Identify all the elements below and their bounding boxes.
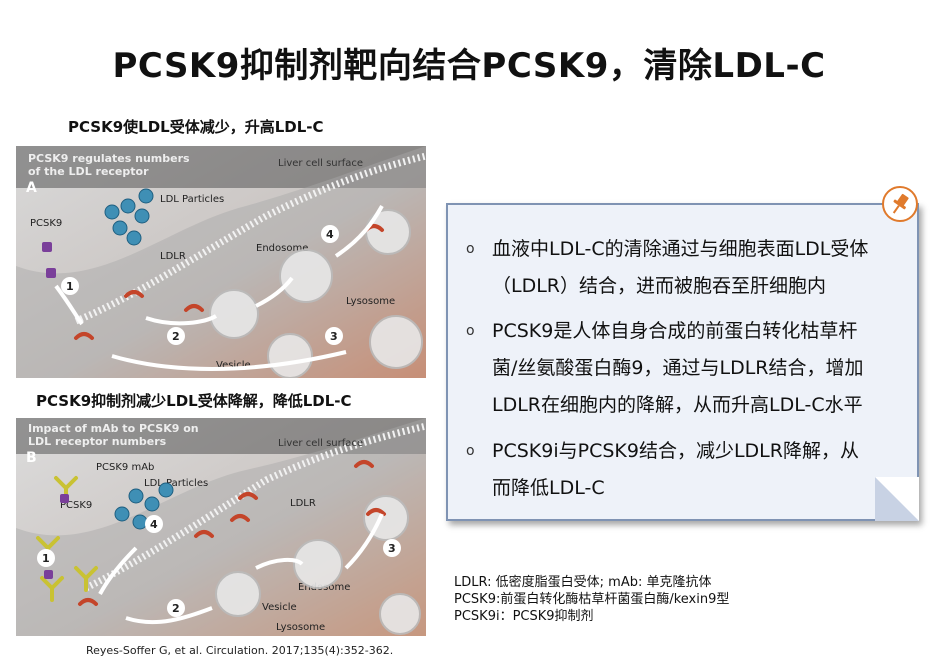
panel-b-pcsk9-label: PCSK9 — [60, 500, 92, 511]
panel-b-lysosome-label: Lysosome — [276, 622, 325, 633]
panel-b-vesicle-label: Vesicle — [262, 602, 297, 613]
panel-a-heading-1: PCSK9 regulates numbers — [28, 152, 190, 165]
pushpin-icon — [882, 186, 918, 222]
bullet-2-line-1: PCSK9是人体自身合成的前蛋白转化枯草杆 — [492, 320, 858, 342]
bullet-3-line-2: 而降低LDL-C — [492, 477, 605, 499]
panel-a-letter: A — [26, 180, 37, 196]
abbreviation-notes: LDLR: 低密度脂蛋白受体; mAb: 单克隆抗体 PCSK9:前蛋白转化酶枯… — [454, 574, 729, 625]
panel-b-step-1: 1 — [42, 552, 50, 565]
panel-b-liver-label: Liver cell surface — [278, 438, 363, 449]
bullet-2-symbol: o — [466, 323, 475, 339]
bullet-1-symbol: o — [466, 241, 475, 257]
panel-b-illustration: Impact of mAb to PCSK9 on LDL receptor n… — [16, 418, 426, 636]
panel-a-subtitle: PCSK9使LDL受体减少，升高LDL-C — [68, 118, 324, 136]
panel-a-step-1: 1 — [66, 280, 74, 293]
panel-b-step-4: 4 — [150, 518, 158, 531]
panel-b-ldl-label: LDL Particles — [144, 478, 208, 489]
panel-a-heading-2: of the LDL receptor — [28, 165, 149, 178]
panel-a-pcsk9-label: PCSK9 — [30, 218, 62, 229]
panel-b-heading-1: Impact of mAb to PCSK9 on — [28, 422, 199, 435]
panel-a-ldl-label: LDL Particles — [160, 194, 224, 205]
panel-b-step-3: 3 — [388, 542, 396, 555]
panel-b-subtitle: PCSK9抑制剂减少LDL受体降解，降低LDL-C — [36, 392, 352, 410]
bullet-3-line-1: PCSK9i与PCSK9结合，减少LDLR降解，从 — [492, 440, 859, 462]
summary-card: o 血液中LDL-C的清除通过与细胞表面LDL受体 （LDLR）结合，进而被胞吞… — [446, 203, 919, 521]
bullet-1-line-1: 血液中LDL-C的清除通过与细胞表面LDL受体 — [492, 238, 869, 260]
bullet-3-symbol: o — [466, 443, 475, 459]
panel-b-mab-label: PCSK9 mAb — [96, 462, 154, 473]
panel-a-lysosome-label: Lysosome — [346, 296, 395, 307]
page-curl — [875, 477, 919, 521]
abbr-line-2: PCSK9:前蛋白转化酶枯草杆菌蛋白酶/kexin9型 — [454, 592, 730, 607]
panel-b-heading-2: LDL receptor numbers — [28, 435, 167, 448]
panel-a-endosome-label: Endosome — [256, 243, 308, 254]
bullet-2-line-3: LDLR在细胞内的降解，从而升高LDL-C水平 — [492, 394, 863, 416]
citation: Reyes-Soffer G, et al. Circulation. 2017… — [86, 644, 394, 657]
bullet-1-line-2: （LDLR）结合，进而被胞吞至肝细胞内 — [492, 275, 827, 297]
panel-a-step-2: 2 — [172, 330, 180, 343]
abbr-line-3: PCSK9i：PCSK9抑制剂 — [454, 609, 594, 624]
panel-a-liver-label: Liver cell surface — [278, 158, 363, 169]
panel-a-step-3: 3 — [330, 330, 338, 343]
abbr-line-1: LDLR: 低密度脂蛋白受体; mAb: 单克隆抗体 — [454, 575, 712, 590]
panel-a-ldlr-label: LDLR — [160, 251, 186, 262]
panel-a-step-4: 4 — [326, 228, 334, 241]
bullet-2-line-2: 菌/丝氨酸蛋白酶9，通过与LDLR结合，增加 — [492, 357, 864, 379]
panel-a-illustration: PCSK9 regulates numbers of the LDL recep… — [16, 146, 426, 378]
panel-b-step-2: 2 — [172, 602, 180, 615]
panel-a-vesicle-label: Vesicle — [216, 360, 251, 371]
panel-b-ldlr-label: LDLR — [290, 498, 316, 509]
panel-b-letter: B — [26, 450, 37, 466]
slide-title: PCSK9抑制剂靶向结合PCSK9，清除LDL-C — [112, 46, 826, 86]
